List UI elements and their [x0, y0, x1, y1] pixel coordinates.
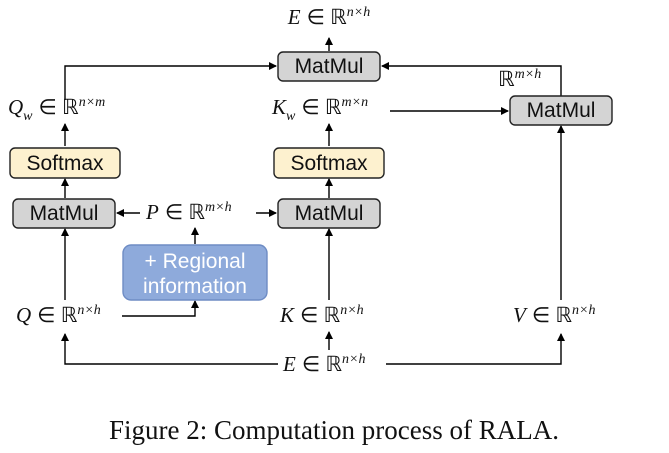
- label-Qw: Qw∈ ℝn×m: [8, 95, 105, 124]
- arrow-E-to-Q: [61, 333, 278, 365]
- regional-line2: information: [143, 275, 247, 298]
- label-E-bottom: E∈ ℝn×h: [282, 352, 365, 376]
- matmul-mid-box: MatMul: [277, 198, 381, 229]
- label-K: K∈ ℝn×h: [279, 303, 364, 327]
- regional-line1: + Regional: [145, 250, 246, 273]
- connectors: [61, 37, 565, 365]
- label-R-right: ℝm×h: [498, 67, 541, 91]
- label-P: P∈ ℝm×h: [145, 200, 232, 224]
- matmul-left-box: MatMul: [12, 198, 116, 229]
- label-V: V∈ ℝn×h: [513, 303, 595, 327]
- label-E-top: E∈ ℝn×h: [287, 5, 370, 29]
- regional-information-box: + Regional information: [122, 244, 268, 301]
- arrow-E-to-V: [386, 333, 565, 365]
- matmul-mid-label: MatMul: [295, 202, 364, 225]
- label-Kw: Kw∈ ℝm×n: [271, 95, 368, 124]
- label-Q: Q∈ ℝn×h: [16, 303, 101, 327]
- softmax-left-label: Softmax: [26, 152, 104, 175]
- matmul-top-label: MatMul: [295, 55, 364, 78]
- softmax-mid-label: Softmax: [290, 152, 368, 175]
- matmul-top-box: MatMul: [277, 51, 381, 82]
- matmul-right-label: MatMul: [527, 99, 596, 122]
- arrow-matmul-right-to-matmul-top: [381, 62, 562, 98]
- figure-caption: Figure 2: Computation process of RALA.: [109, 415, 559, 445]
- softmax-mid-box: Softmax: [273, 147, 385, 179]
- matmul-left-label: MatMul: [30, 202, 99, 225]
- softmax-left-box: Softmax: [9, 147, 121, 179]
- arrow-Qw-to-matmul-top: [64, 62, 277, 100]
- arrow-Q-to-regional: [122, 300, 199, 317]
- matmul-right-box: MatMul: [509, 95, 613, 126]
